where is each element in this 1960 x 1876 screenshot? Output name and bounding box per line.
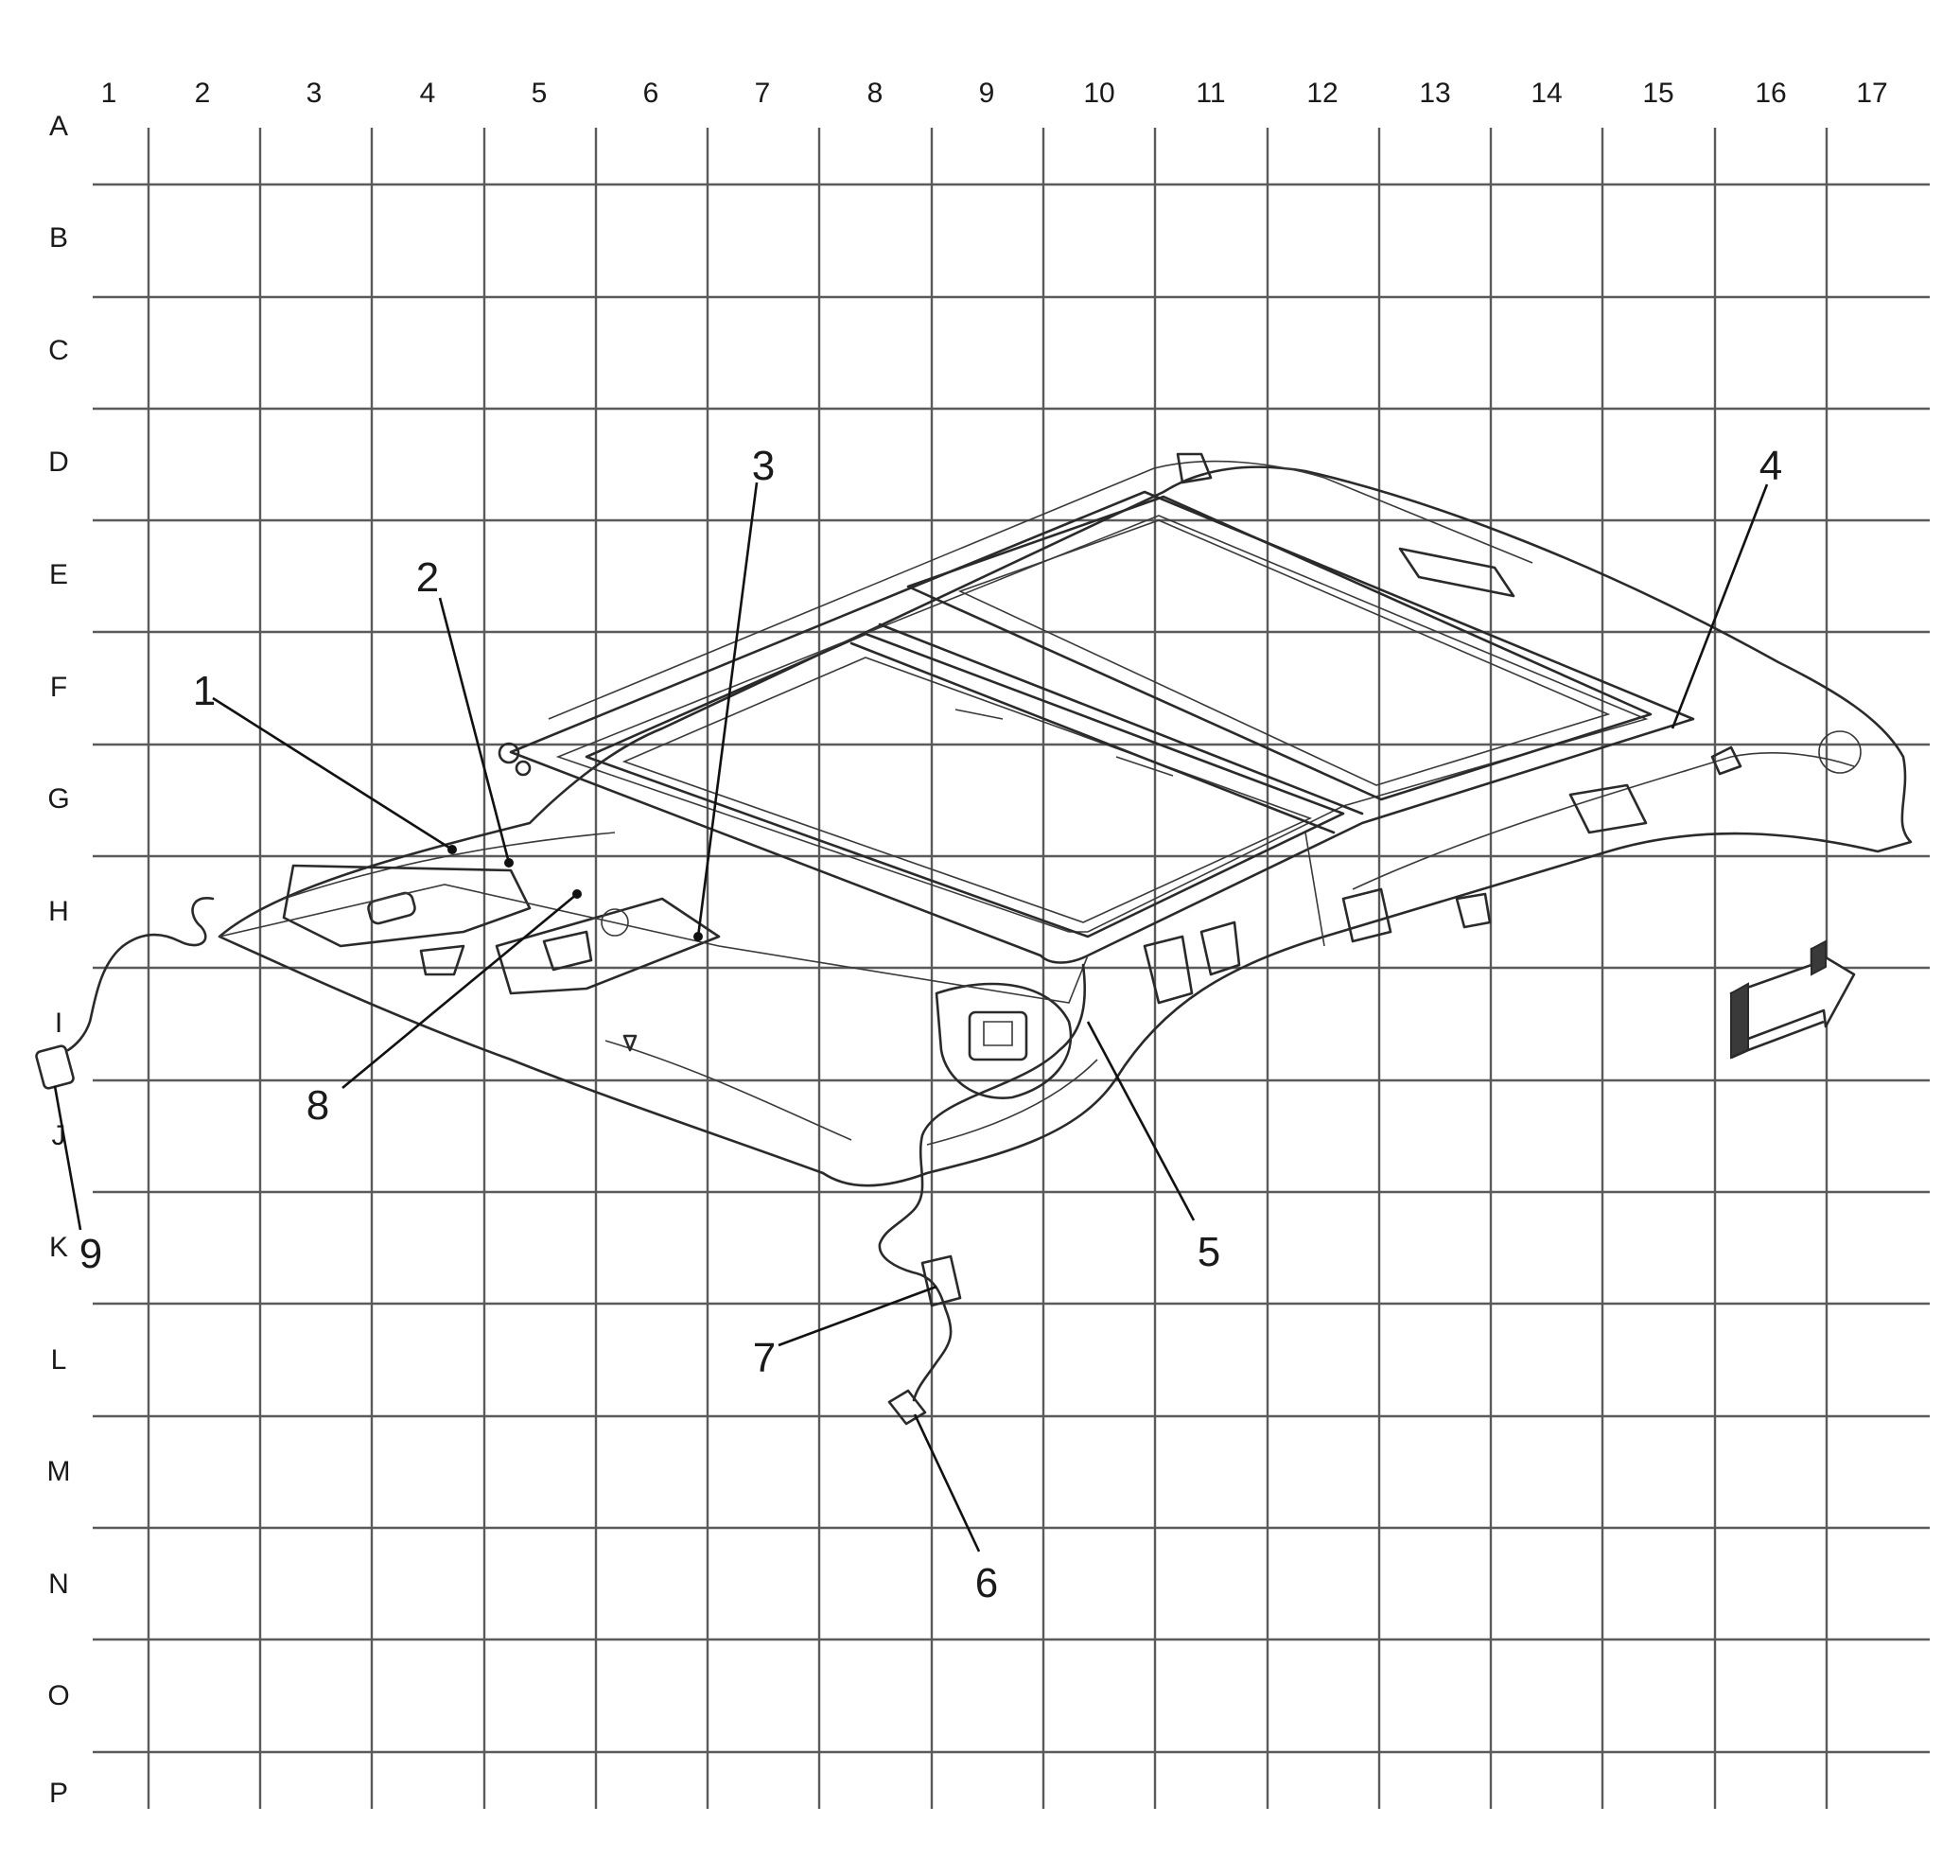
wiring-harness — [66, 884, 1089, 1402]
row-label: D — [48, 447, 69, 478]
front-direction-arrow-icon — [1729, 939, 1856, 1060]
headliner-assembly — [218, 452, 1913, 1187]
reference-grid — [93, 128, 1930, 1809]
col-label: 13 — [1419, 78, 1450, 109]
callout-2: 2 — [416, 554, 439, 601]
col-label: 14 — [1531, 78, 1562, 109]
callout-labels: 1 2 3 4 5 6 7 8 9 — [79, 443, 1782, 1606]
col-label: 9 — [979, 78, 995, 109]
row-label: E — [49, 559, 68, 590]
connector-7 — [920, 1254, 962, 1307]
col-label: 16 — [1755, 78, 1786, 109]
col-label: 15 — [1642, 78, 1673, 109]
column-labels: 1 2 3 4 5 6 7 8 9 10 11 12 13 14 15 16 1… — [101, 78, 1888, 109]
connector-6 — [887, 1389, 927, 1426]
callout-5: 5 — [1198, 1229, 1220, 1275]
row-label: F — [50, 672, 67, 703]
col-label: 4 — [420, 78, 436, 109]
col-label: 3 — [306, 78, 323, 109]
col-label: 8 — [867, 78, 884, 109]
row-label: P — [49, 1778, 68, 1809]
row-label: G — [47, 783, 69, 815]
row-label: M — [47, 1456, 71, 1487]
col-label: 17 — [1856, 78, 1887, 109]
col-label: 2 — [195, 78, 211, 109]
row-label: L — [51, 1344, 67, 1376]
col-label: 7 — [755, 78, 771, 109]
col-label: 6 — [643, 78, 659, 109]
row-label: N — [48, 1569, 69, 1600]
callout-8: 8 — [306, 1082, 329, 1129]
row-label: A — [49, 111, 68, 142]
callout-1: 1 — [193, 668, 216, 714]
row-label: O — [47, 1680, 69, 1711]
col-label: 12 — [1306, 78, 1338, 109]
callout-6: 6 — [975, 1560, 998, 1606]
col-label: 5 — [532, 78, 548, 109]
callout-7: 7 — [753, 1335, 776, 1381]
row-label: I — [55, 1008, 62, 1039]
row-label: C — [48, 335, 69, 366]
col-label: 10 — [1083, 78, 1114, 109]
row-labels: A B C D E F G H I J K L M N O P — [47, 111, 71, 1809]
row-label: B — [49, 222, 68, 254]
row-label: H — [48, 896, 69, 927]
col-label: 11 — [1196, 78, 1225, 109]
col-label: 1 — [101, 78, 117, 109]
connectors — [35, 1044, 962, 1426]
callout-9: 9 — [79, 1231, 102, 1277]
connector-9 — [35, 1044, 75, 1090]
callout-3: 3 — [752, 443, 775, 489]
row-label: K — [49, 1232, 68, 1263]
callout-4: 4 — [1759, 443, 1782, 489]
leader-lines — [53, 482, 1769, 1552]
